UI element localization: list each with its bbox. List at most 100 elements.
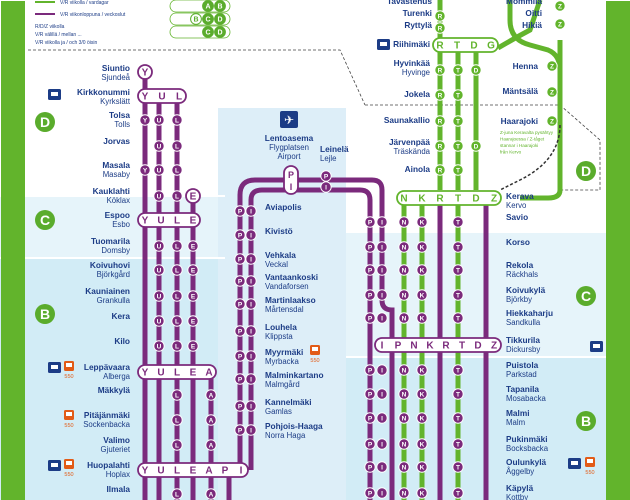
station-stop: A	[205, 414, 217, 426]
station-stop: T	[452, 364, 464, 376]
bus-icon: 550	[64, 459, 74, 478]
stop-circle	[416, 216, 428, 228]
park-icon-car	[51, 365, 58, 369]
stop-circle	[234, 205, 246, 217]
stop-circle	[416, 438, 428, 450]
stop-letter: I	[381, 316, 383, 323]
stop-circle	[205, 414, 217, 426]
stop-letter: I	[250, 428, 252, 435]
station-stop: N	[398, 364, 410, 376]
station-stop: I	[376, 487, 388, 499]
stop-letter: P	[368, 465, 373, 472]
stop-circle	[171, 114, 183, 126]
station-name: Jorvas	[103, 136, 130, 146]
station-name-sv: Gjuteriet	[101, 445, 131, 454]
station-stop: E	[187, 240, 199, 252]
stop-circle	[234, 298, 246, 310]
stop-circle	[234, 350, 246, 362]
stop-circle	[364, 264, 376, 276]
stop-letter: T	[456, 119, 460, 126]
station-stop: U	[153, 140, 165, 152]
stop-circle	[234, 400, 246, 412]
station-stop: P	[234, 253, 246, 265]
legend-text: V/R viikonloppuna / veckoslut	[60, 12, 126, 18]
station-stop: L	[171, 414, 183, 426]
stop-circle	[416, 461, 428, 473]
station-name: Espoo	[105, 210, 130, 220]
zone-d-upper-boundary	[28, 49, 366, 106]
pill-outline	[137, 64, 153, 80]
stop-circle	[234, 424, 246, 436]
station-stop: P	[234, 373, 246, 385]
stop-circle	[205, 488, 217, 500]
zone-letter: C	[40, 212, 50, 228]
bus-number: 550	[585, 470, 594, 476]
stop-letter: I	[381, 465, 383, 472]
stop-circle	[153, 140, 165, 152]
pill-letter: E	[190, 216, 197, 227]
stop-letter: A	[209, 443, 214, 450]
stop-letter: K	[420, 293, 425, 300]
park-icon-car	[51, 92, 58, 96]
park-icon-car	[593, 344, 600, 348]
stop-letter: T	[456, 68, 460, 75]
legend-zone-letter: D	[217, 30, 222, 37]
stop-letter: R	[438, 26, 443, 33]
stop-letter: U	[157, 168, 162, 175]
stop-letter: U	[157, 268, 162, 275]
stop-letter: I	[250, 404, 252, 411]
stop-letter: E	[191, 344, 196, 351]
station-name: Valimo	[103, 435, 130, 445]
zone-d-boundary	[365, 104, 601, 191]
stop-letter: Z	[558, 22, 562, 29]
stop-circle	[452, 388, 464, 400]
leinela-name: Leinelä	[320, 144, 349, 154]
station-name-sv: Björkgård	[97, 270, 130, 279]
station-stop: L	[171, 264, 183, 276]
legend-zone-circle	[202, 13, 214, 25]
pill-letter: U	[157, 466, 164, 477]
pill-letter: N	[400, 194, 407, 205]
park-icon-car	[51, 463, 58, 467]
station-name-sv: Sjundeå	[101, 73, 130, 82]
station-name: Riihimäki	[393, 39, 430, 49]
stop-circle	[452, 461, 464, 473]
stop-letter: U	[157, 244, 162, 251]
pill-letter: A	[205, 368, 212, 379]
station-stop: K	[416, 241, 428, 253]
stop-letter: N	[402, 416, 407, 423]
station-name-sv: Träskända	[393, 147, 430, 156]
stop-circle	[320, 181, 332, 193]
zone-c-left: C	[35, 210, 55, 230]
stop-circle	[171, 240, 183, 252]
stop-circle	[470, 140, 482, 152]
stop-circle	[452, 89, 464, 101]
stop-circle	[452, 264, 464, 276]
stop-circle	[452, 412, 464, 424]
stop-circle	[376, 438, 388, 450]
stop-circle	[234, 229, 246, 241]
airport-name: Lentoasema	[265, 133, 314, 143]
bus-icon: 550	[64, 410, 74, 429]
stop-letter: K	[420, 316, 425, 323]
stop-circle	[416, 487, 428, 499]
stop-circle	[434, 64, 446, 76]
station-name-sv: Parkstad	[506, 370, 537, 379]
station-name: Masala	[102, 160, 130, 170]
station-name: Saunakallio	[384, 115, 430, 125]
station-stop: L	[171, 488, 183, 500]
stop-letter: N	[402, 245, 407, 252]
stop-circle	[398, 264, 410, 276]
park-and-ride-icon	[48, 362, 61, 373]
station-name: Hiekkaharju	[506, 308, 553, 318]
map-border	[1, 1, 25, 500]
pill-letter: E	[190, 192, 197, 203]
station-name: Savio	[506, 212, 528, 222]
station-stop: N	[398, 264, 410, 276]
station-stop: Z	[554, 0, 566, 12]
bus-icon-window	[587, 459, 593, 463]
airport-pill: PI	[283, 165, 299, 195]
stop-circle	[245, 253, 257, 265]
